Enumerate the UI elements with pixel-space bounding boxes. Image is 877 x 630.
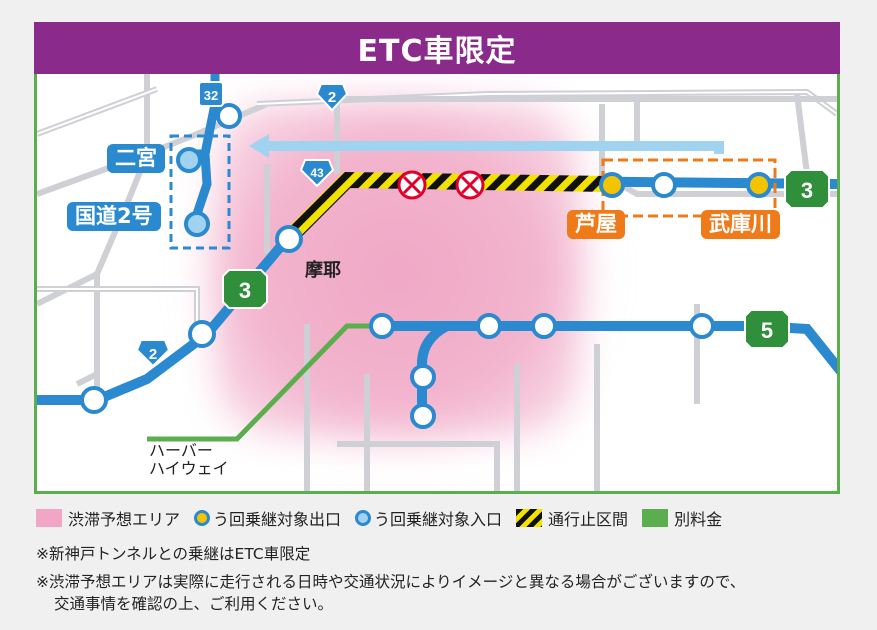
note-2: ※渋滞予想エリアは実際に走行される日時や交通状況によりイメージと異なる場合がござ… [36, 573, 746, 591]
shield-5-label: 5 [761, 318, 773, 343]
nino-dashed-box [169, 134, 231, 250]
ic-node [410, 403, 436, 429]
station-label-kokudo2: 国道2号 [67, 202, 161, 232]
closed-marker-2 [455, 170, 485, 200]
legend-toll-label: 別料金 [674, 510, 723, 529]
ashiya-exit [599, 172, 625, 198]
legend: 渋滞予想エリア う回乗継対象出口 う回乗継対象入口 通行止区間 別料金 [36, 506, 736, 530]
station-label-mukogawa: 武庫川 [701, 210, 780, 240]
mukogawa-exit [746, 172, 772, 198]
kokudo2-entrance [184, 211, 210, 237]
harbor-highway-label: ハーバー ハイウェイ [149, 441, 229, 479]
closed-swatch [516, 509, 543, 527]
detour-arrow [249, 134, 724, 158]
shield-3-mid: 3 [222, 269, 268, 309]
station-label-nino: 二宮 [107, 144, 165, 174]
shield-3-right: 3 [784, 169, 830, 209]
shield-32-label: 32 [204, 88, 218, 103]
legend-congestion-label: 渋滞予想エリア [68, 510, 181, 529]
ic-node [476, 313, 502, 339]
toll-swatch [642, 509, 669, 527]
nino-entrance [176, 147, 202, 173]
shield-2-low-label: 2 [149, 346, 157, 363]
legend-exit: う回乗継対象出口 [194, 506, 341, 530]
ic-node [216, 103, 242, 129]
legend-toll: 別料金 [642, 506, 722, 530]
note-3: 交通事情を確認の上、ご利用ください。 [54, 595, 334, 613]
ic-node [369, 313, 395, 339]
exit-dot-icon [194, 510, 211, 526]
closed-marker-1 [397, 170, 427, 200]
legend-entrance-label: う回乗継対象入口 [374, 510, 503, 529]
congestion-swatch [36, 509, 62, 527]
shield-32: 32 [198, 81, 224, 107]
shield-43-label: 43 [310, 166, 324, 180]
ic-node [651, 172, 677, 198]
shield-2-top: 2 [315, 83, 349, 112]
shield-2-low: 2 [135, 339, 171, 368]
station-label-maya: 摩耶 [305, 260, 341, 281]
ic-node [410, 364, 436, 390]
legend-exit-label: う回乗継対象出口 [213, 510, 342, 529]
route-map: 32 2 43 2 3 3 5 二宮 国道2号 芦屋 武庫川 摩耶 ハーバー [34, 74, 840, 494]
ic-node [188, 320, 216, 348]
legend-congestion: 渋滞予想エリア [36, 506, 180, 530]
background-roads [37, 74, 837, 491]
ic-node [80, 386, 108, 414]
ic-node [531, 313, 557, 339]
map-title: ETC車限定 [34, 22, 840, 74]
legend-closed-label: 通行止区間 [548, 510, 629, 529]
entrance-dot-icon [355, 510, 372, 526]
shield-3-right-label: 3 [801, 178, 813, 203]
map-canvas: 32 2 43 2 3 3 5 [37, 74, 837, 491]
shield-2-top-label: 2 [328, 89, 336, 106]
shield-3-mid-label: 3 [239, 278, 251, 303]
station-label-ashiya: 芦屋 [567, 210, 625, 240]
legend-entrance: う回乗継対象入口 [355, 506, 502, 530]
shield-5: 5 [744, 309, 790, 349]
maya-ic [275, 225, 303, 253]
shield-43: 43 [299, 159, 335, 188]
ic-node [689, 313, 715, 339]
legend-closed: 通行止区間 [516, 506, 628, 530]
note-1: ※新神戸トンネルとの乗継はETC車限定 [36, 545, 311, 563]
closed-section [281, 171, 610, 246]
